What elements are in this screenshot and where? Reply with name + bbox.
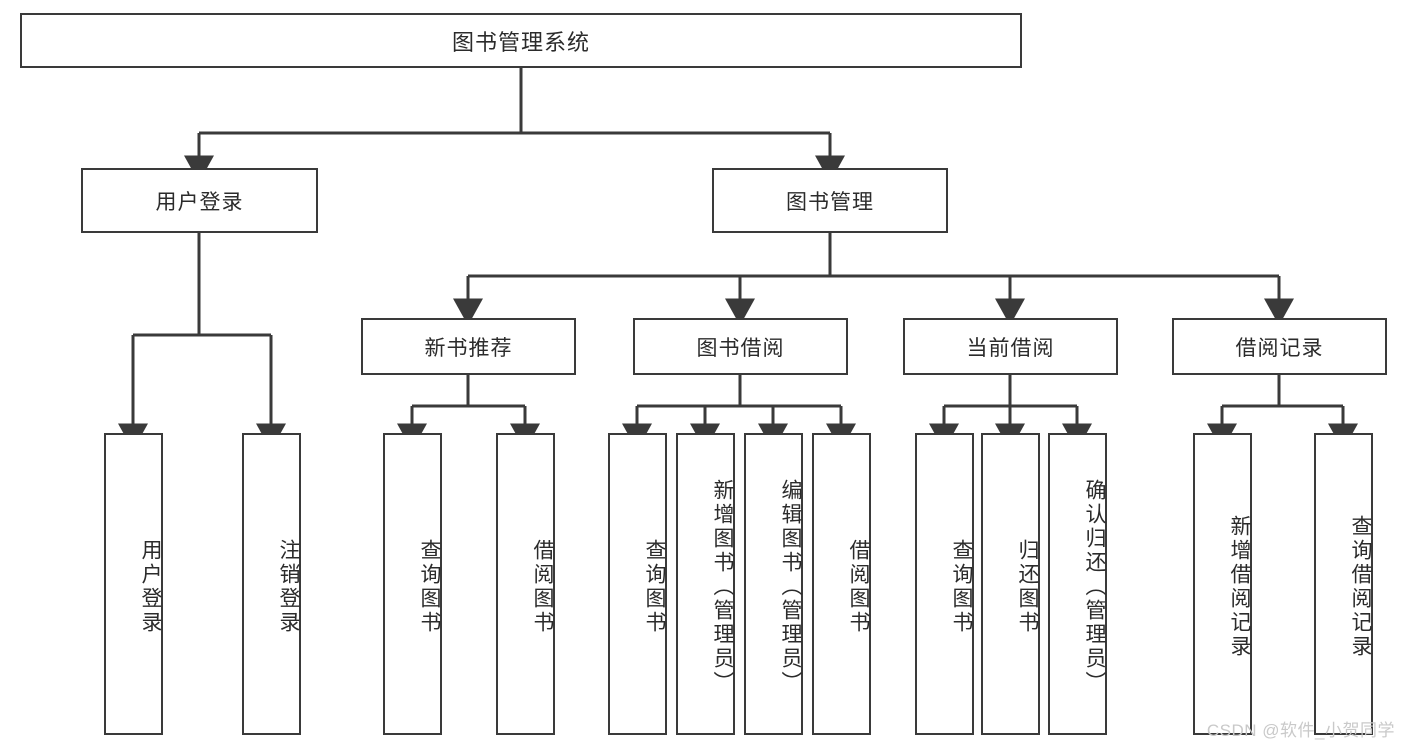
leaf-records-query-record[interactable]: 查询借阅记录 (1314, 433, 1373, 735)
leaf-borrow-edit-book-admin[interactable]: 编辑图书（管理员） (744, 433, 803, 735)
leaf-user-login-logout[interactable]: 注销登录 (242, 433, 301, 735)
leaf-borrow-borrow-book[interactable]: 借阅图书 (812, 433, 871, 735)
node-book-management[interactable]: 图书管理 (712, 168, 948, 233)
watermark: CSDN @软件_小贺同学 (1206, 721, 1395, 740)
leaf-records-add-record[interactable]: 新增借阅记录 (1193, 433, 1252, 735)
leaf-borrow-query-book[interactable]: 查询图书 (608, 433, 667, 735)
node-book-borrow[interactable]: 图书借阅 (633, 318, 848, 375)
leaf-borrow-add-book-admin[interactable]: 新增图书（管理员） (676, 433, 735, 735)
leaf-current-confirm-return-admin[interactable]: 确认归还（管理员） (1048, 433, 1107, 735)
node-current-borrow[interactable]: 当前借阅 (903, 318, 1118, 375)
leaf-current-return-book[interactable]: 归还图书 (981, 433, 1040, 735)
leaf-current-query-book[interactable]: 查询图书 (915, 433, 974, 735)
leaf-user-login-login[interactable]: 用户登录 (104, 433, 163, 735)
leaf-recommend-query-book[interactable]: 查询图书 (383, 433, 442, 735)
leaf-recommend-borrow-book[interactable]: 借阅图书 (496, 433, 555, 735)
node-new-book-recommend[interactable]: 新书推荐 (361, 318, 576, 375)
node-user-login[interactable]: 用户登录 (81, 168, 318, 233)
node-root[interactable]: 图书管理系统 (20, 13, 1022, 68)
node-borrow-records[interactable]: 借阅记录 (1172, 318, 1387, 375)
